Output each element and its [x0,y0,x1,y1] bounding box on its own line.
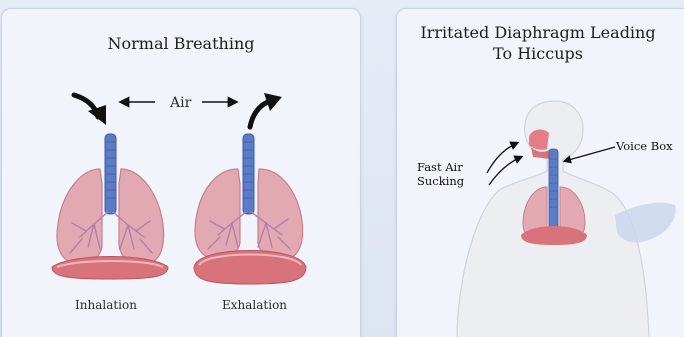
exhalation-label: Exhalation [222,298,287,312]
hiccups-panel: Irritated Diaphragm Leading To Hiccups [396,8,684,337]
human-body-icon [457,101,676,337]
inhalation-lungs-icon [52,134,168,279]
fast-air-label-line2: Sucking [417,174,464,188]
inhalation-label: Inhalation [75,298,137,312]
fast-air-arrow-1 [487,143,517,173]
normal-breathing-illustration [2,9,360,337]
exhale-arrow-icon [250,101,270,127]
exhalation-lungs-icon [194,134,306,284]
air-label: Air [170,95,191,111]
normal-breathing-panel: Normal Breathing [1,8,361,337]
fast-air-label-line1: Fast Air [417,160,463,174]
fast-air-arrow-2 [489,157,521,185]
voice-box-label: Voice Box [616,139,673,153]
